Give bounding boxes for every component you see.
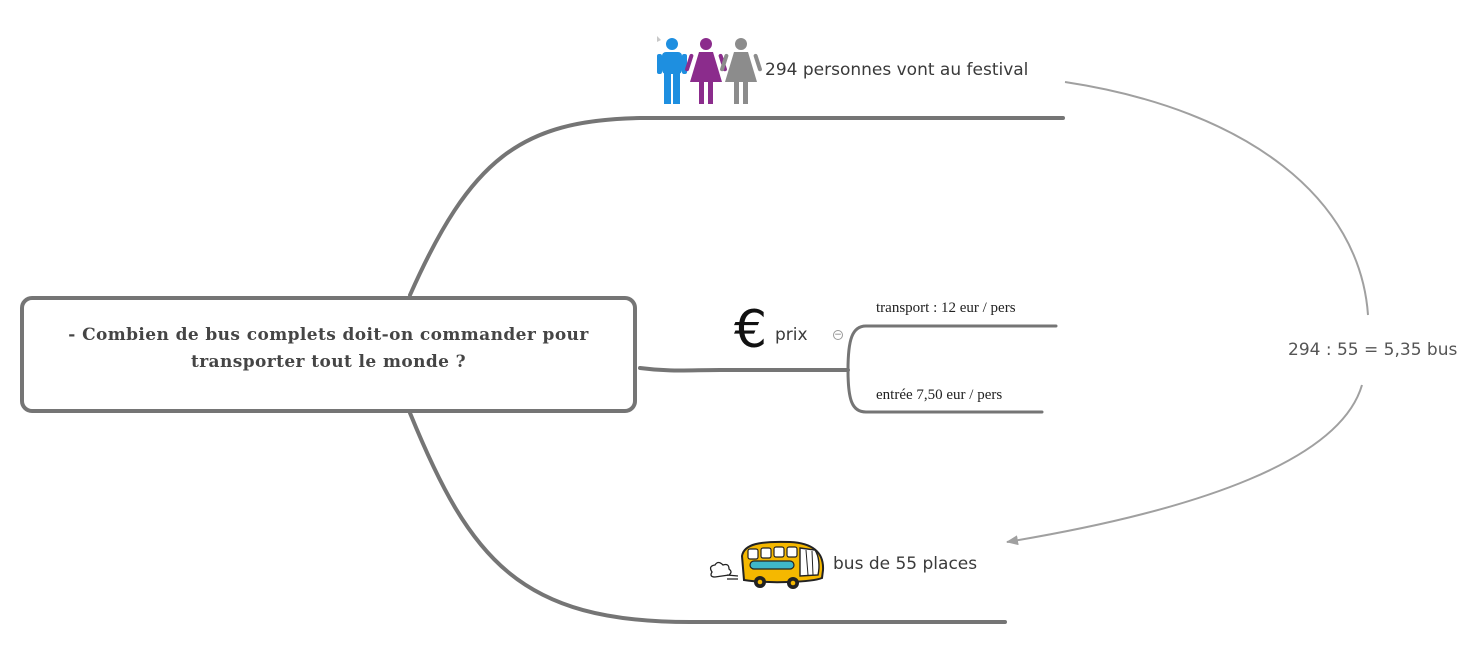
people-icon: [657, 36, 762, 104]
euro-icon: €: [734, 300, 768, 360]
bus-icon: [709, 540, 825, 589]
relationship-line: [1064, 81, 1369, 316]
branch-line-entree: [846, 368, 1044, 414]
central-topic-line2: transporter tout le monde ?: [190, 352, 467, 372]
bus-topic-label[interactable]: bus de 55 places: [833, 554, 978, 574]
woman-grey-figure-icon: [720, 38, 762, 104]
branch-line-price: [638, 366, 850, 373]
exhaust-puff-icon: [709, 561, 739, 580]
people-topic-label[interactable]: 294 personnes vont au festival: [765, 60, 1029, 80]
branch-line-people: [408, 116, 1065, 297]
collapse-toggle-icon[interactable]: −: [833, 330, 843, 340]
man-figure-icon: [657, 38, 687, 104]
price-topic-label[interactable]: prix: [775, 325, 808, 345]
relationship-arrow: [1006, 384, 1363, 546]
transport-price-label[interactable]: transport : 12 eur / pers: [876, 300, 1016, 316]
central-topic[interactable]: - Combien de bus complets doit-on comman…: [20, 296, 637, 413]
branch-line-bus: [408, 411, 1007, 624]
relationship-label[interactable]: 294 : 55 = 5,35 bus: [1288, 340, 1458, 360]
central-topic-line1: - Combien de bus complets doit-on comman…: [68, 325, 589, 345]
entree-price-label[interactable]: entrée 7,50 eur / pers: [876, 387, 1003, 403]
woman-figure-icon: [685, 38, 727, 104]
branch-line-transport: [846, 324, 1058, 372]
